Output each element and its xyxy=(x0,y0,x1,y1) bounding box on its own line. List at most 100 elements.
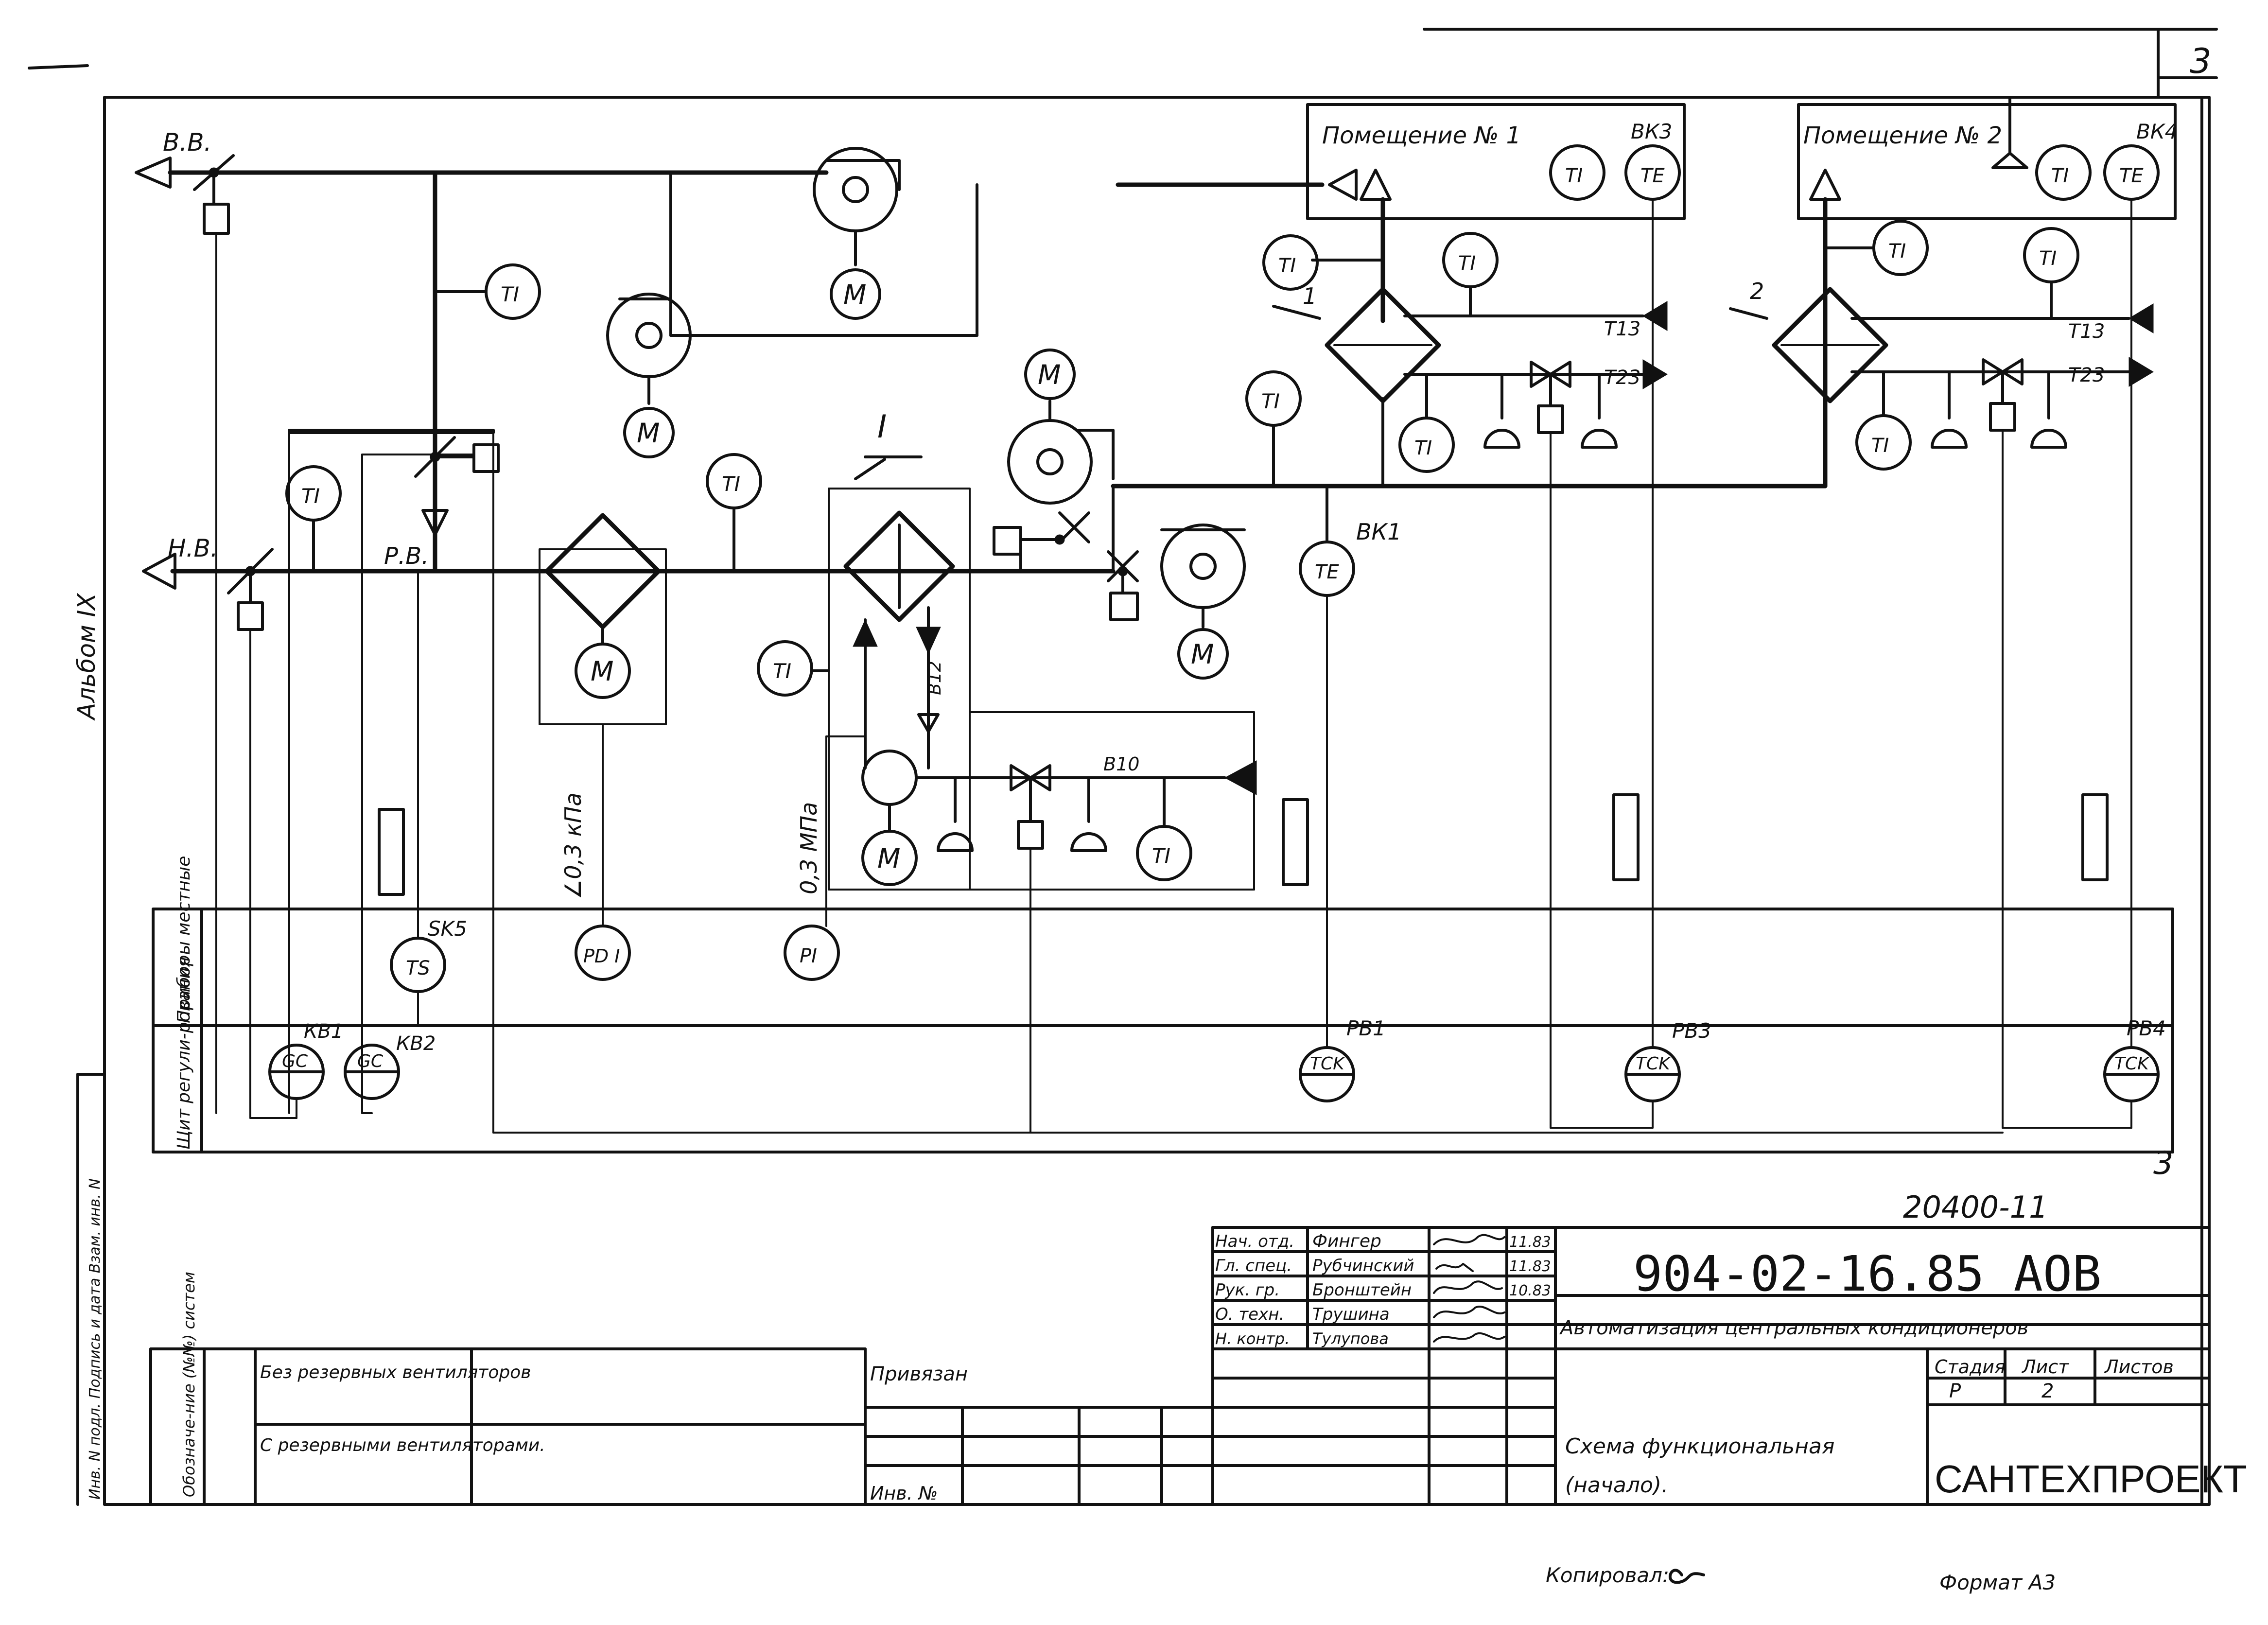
sheet-title-line-1: Схема функциональная xyxy=(1565,1434,1834,1459)
supply-fan xyxy=(1107,484,1828,680)
album-label: Альбом IX xyxy=(72,593,101,721)
sig-date-1: 11.83 xyxy=(1509,1234,1551,1251)
reheater-1 xyxy=(1272,259,1668,1129)
reheater-2-out-ti-circle xyxy=(2023,227,2079,283)
section-mark-label: I xyxy=(877,409,887,445)
row-panel-label: Щит регули-рования xyxy=(174,957,194,1150)
pb1-label: РВ1 xyxy=(1346,1016,1386,1040)
exhaust-fan xyxy=(669,147,978,337)
exhaust-air-label: В.В. xyxy=(163,128,211,157)
reheater-1-label: 1 xyxy=(1303,283,1317,309)
room-1-te-label: TE xyxy=(1640,165,1665,187)
sheet-header: Лист xyxy=(2021,1356,2070,1378)
gc-kb2-label: GC xyxy=(357,1051,384,1071)
reheater-2-in-ti-circle xyxy=(1872,220,1929,276)
drawing-frame xyxy=(28,28,2218,1506)
mix-ti-circle xyxy=(285,465,342,522)
copied-by-label: Копировал: xyxy=(1546,1563,1669,1587)
heater-ti-circle xyxy=(757,640,813,697)
sig-role-2: Гл. спец. xyxy=(1215,1256,1292,1276)
room-1-ti-label: TI xyxy=(1565,165,1583,187)
standby-supply-motor-label: M xyxy=(1038,359,1061,390)
pdi-label: PD I xyxy=(583,945,620,967)
system-without-standby: Без резервных вентиляторов xyxy=(260,1363,531,1382)
return-ti-label: TI xyxy=(1152,844,1170,868)
pump-motor-label: M xyxy=(877,843,900,874)
sig-name-4: Трушина xyxy=(1312,1305,1390,1324)
sheet-value: 2 xyxy=(2041,1380,2054,1402)
instrument-rows xyxy=(152,908,2174,1153)
outdoor-air-label: Н.В. xyxy=(168,534,218,562)
privyazan-label: Привязан xyxy=(870,1363,968,1385)
panel-placeholder xyxy=(1612,793,1640,881)
room-1 xyxy=(1306,103,1686,323)
pi-label: PI xyxy=(800,945,817,967)
room-2-ti-label: TI xyxy=(2051,165,2069,187)
exhaust-ti-circle xyxy=(485,263,541,320)
standby-fan-motor-label: M xyxy=(637,418,660,449)
tck-pb4-label: TCK xyxy=(2114,1054,2150,1074)
margin-strip-label: Инв. N подл. Подпись и дата Взам. инв. N xyxy=(87,1178,104,1500)
supply-duct xyxy=(142,548,1116,1119)
sig-name-5: Тулупова xyxy=(1312,1329,1389,1348)
sheet-number-top: 3 xyxy=(2190,41,2212,81)
filter xyxy=(539,513,667,927)
reheater-1-out-ti-circle xyxy=(1442,232,1499,288)
panel-placeholder xyxy=(1282,798,1309,886)
sig-role-5: Н. контр. xyxy=(1215,1329,1290,1348)
room-1-t23-label: Т23 xyxy=(1604,367,1640,389)
reheater-2 xyxy=(1729,246,2154,1129)
supply-ti-circle xyxy=(1245,370,1302,427)
document-code: 904-02-16.85 АОВ xyxy=(1633,1245,2101,1302)
copied-by-signature xyxy=(1668,1569,1705,1584)
supply-ti-label: TI xyxy=(1261,389,1280,413)
stage-header: Стадия xyxy=(1935,1356,2006,1378)
reheater-2-water-ti-label: TI xyxy=(1871,435,1889,457)
sig-role-3: Рук. гр. xyxy=(1215,1280,1280,1300)
supply-fan-standby xyxy=(993,349,1115,573)
sig-role-4: О. техн. xyxy=(1215,1305,1284,1324)
reheater-2-label: 2 xyxy=(1750,278,1764,304)
filter-ti-circle xyxy=(706,453,762,509)
circulation-pump xyxy=(825,735,1257,1134)
organization-name: САНТЕХПРОЕКТ xyxy=(1935,1457,2247,1501)
gc-kb1-label: GC xyxy=(282,1051,308,1071)
format-label: Формат А3 xyxy=(1939,1571,2056,1594)
kb1-label: КВ1 xyxy=(304,1020,343,1043)
room-2-te-label: TE xyxy=(2119,165,2144,187)
room-2-sensor-label: ВК4 xyxy=(2136,120,2178,143)
sig-role-1: Нач. отд. xyxy=(1215,1232,1294,1251)
pi-circle xyxy=(784,925,840,981)
heater-ti-label: TI xyxy=(773,659,791,683)
room-1-title: Помещение № 1 xyxy=(1322,122,1521,149)
sig-name-2: Рубчинский xyxy=(1312,1256,1414,1276)
standby-exhaust-fan xyxy=(606,171,692,458)
panel-placeholder xyxy=(2081,793,2109,881)
system-with-standby: С резервными вентиляторами. xyxy=(260,1435,545,1455)
tck-pb3-label: TCK xyxy=(1636,1054,1671,1074)
pump-pressure-label: 0,3 МПа xyxy=(796,802,822,894)
sheet-title-line-2: (начало). xyxy=(1565,1473,1668,1498)
sig-name-1: Фингер xyxy=(1312,1231,1381,1251)
reheater-2-out-ti-label: TI xyxy=(2039,247,2057,270)
pdi-circle xyxy=(575,925,631,981)
pb3-label: РВ3 xyxy=(1672,1019,1711,1043)
sheets-header: Листов xyxy=(2104,1356,2174,1378)
recirc-air-label: Р.В. xyxy=(384,542,429,570)
handwritten-signatures xyxy=(1433,1234,1505,1343)
pipe-b10-label: В10 xyxy=(1103,753,1139,775)
reheater-2-in-ti-label: TI xyxy=(1888,240,1906,262)
reheater-1-water-ti-circle xyxy=(1398,417,1455,473)
filter-ti-label: TI xyxy=(722,472,740,496)
sig-date-3: 10.83 xyxy=(1509,1282,1551,1299)
room-1-sensor-label: ВК3 xyxy=(1631,120,1672,143)
reheater-2-water-ti-circle xyxy=(1855,414,1912,471)
ts-label: TS xyxy=(406,957,430,979)
pb4-label: РВ4 xyxy=(2127,1016,2166,1040)
kb2-label: КВ2 xyxy=(396,1032,436,1055)
mix-ti-label: TI xyxy=(301,484,320,508)
project-title: Автоматизация центральных кондиционеров xyxy=(1559,1317,2028,1339)
row-local-label: Приборы местные xyxy=(174,856,194,1023)
exhaust-duct xyxy=(135,154,1325,1114)
